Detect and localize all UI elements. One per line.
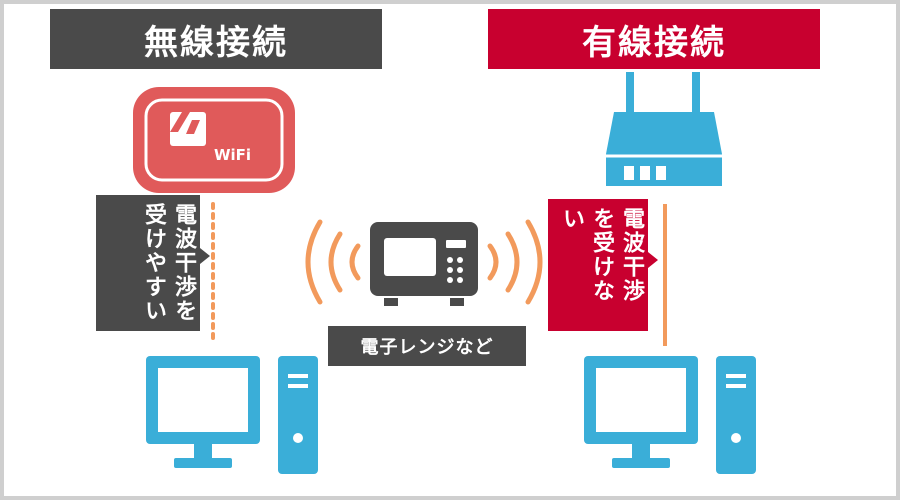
computer-icon [584,356,756,474]
wifi-device-label: WiFi [214,146,251,164]
wireless-connection-line [211,202,215,340]
wired-router-icon [606,72,722,186]
microwave-icon [305,219,543,306]
wireless-header: 無線接続 [50,9,382,69]
wifi-router-icon: WiFi [133,87,295,193]
computer-icon [146,356,318,474]
wired-header: 有線接続 [488,9,820,69]
diagram-frame: 無線接続 有線接続 WiFi 電波干渉を受けやすい 電波干渉を受けない [4,4,896,496]
interference-caption: 電子レンジなど [328,326,526,366]
wireless-interference-note: 電波干渉を受けやすい [96,195,200,331]
wired-note-pointer [648,252,658,268]
wired-connection-line [663,204,667,346]
wired-interference-note: 電波干渉を受けない [548,199,648,331]
wireless-note-pointer [200,248,210,264]
